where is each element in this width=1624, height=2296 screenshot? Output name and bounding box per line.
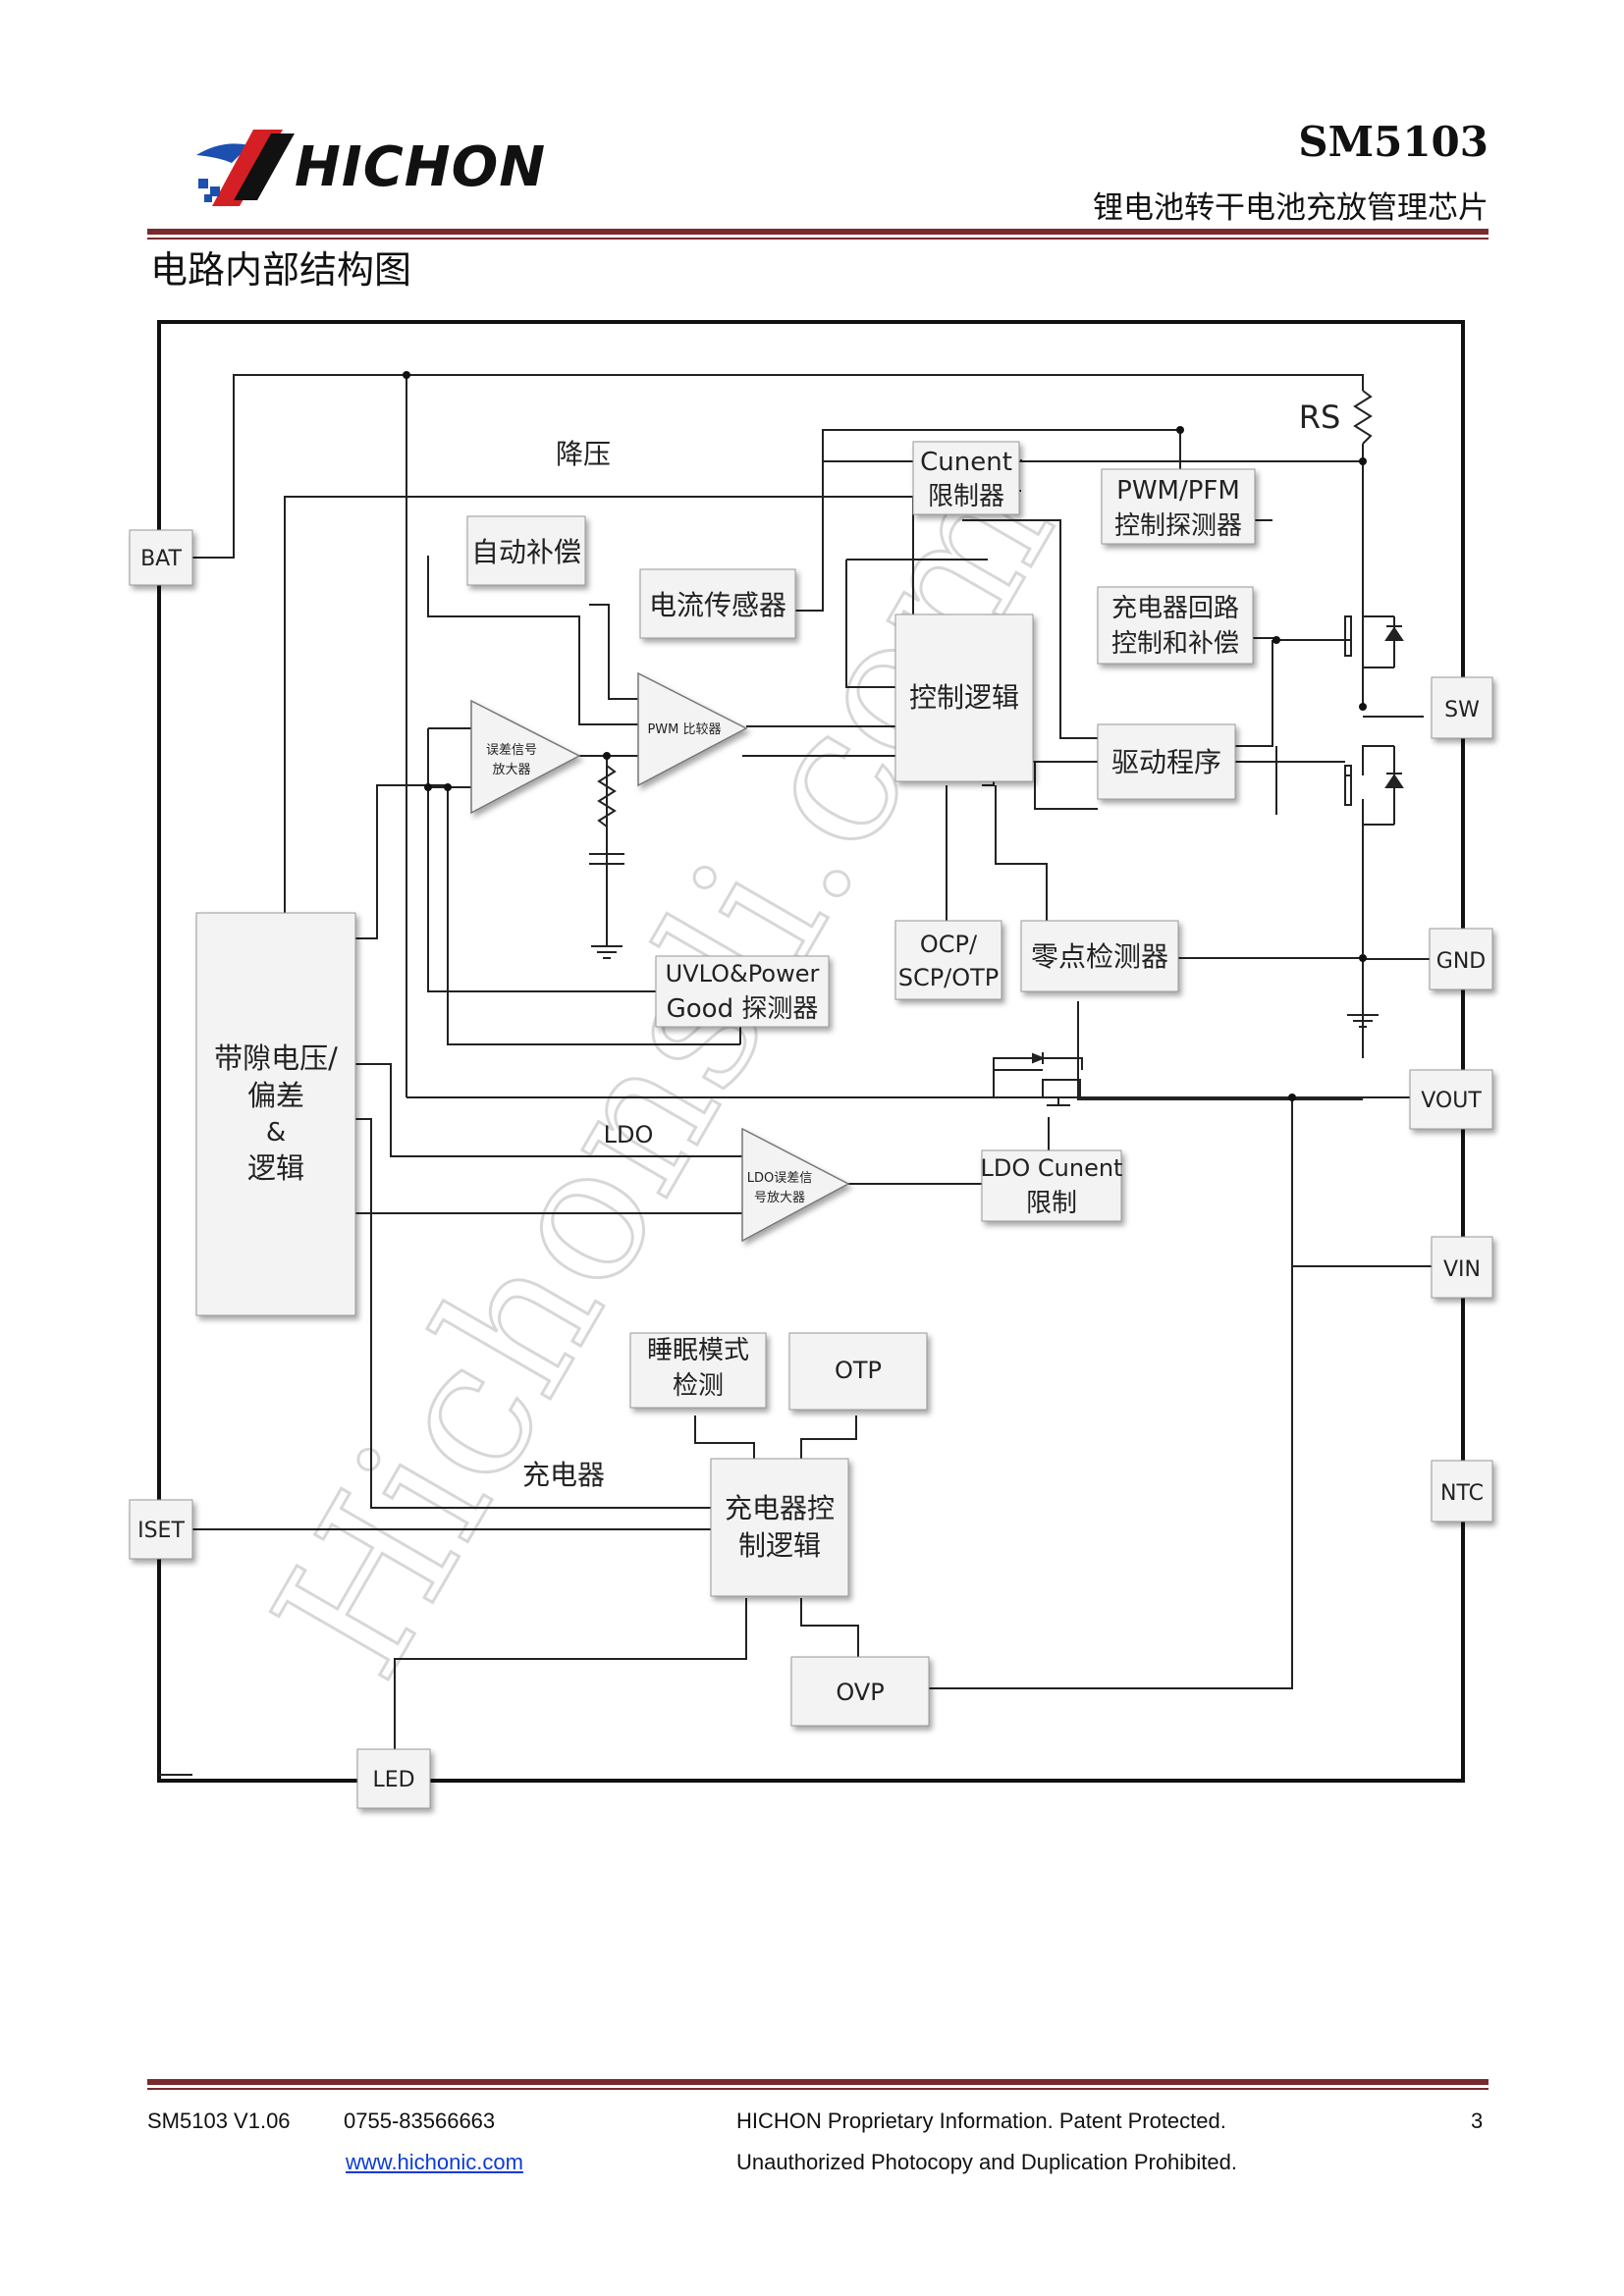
svg-text:UVLO&Power: UVLO&Power — [666, 960, 820, 988]
pin-bat-label: BAT — [140, 547, 182, 571]
pin-iset-label: ISET — [137, 1519, 185, 1543]
svg-text:OVP: OVP — [836, 1679, 884, 1706]
svg-text:逻辑: 逻辑 — [247, 1151, 304, 1185]
chip-outline — [157, 320, 1465, 1783]
pin-led-label: LED — [372, 1768, 414, 1792]
block-ldo-current-limit: LDO Cunent 限制 — [981, 1149, 1123, 1222]
ldo-pass-mosfet-icon — [1032, 1052, 1046, 1064]
pin-iset: ISET — [129, 1499, 193, 1560]
svg-text:充电器回路: 充电器回路 — [1111, 594, 1239, 623]
svg-text:PWM/PFM: PWM/PFM — [1116, 476, 1240, 506]
svg-text:号放大器: 号放大器 — [754, 1191, 805, 1205]
ldo-error-amplifier: LDO误差信 号放大器 — [741, 1127, 850, 1243]
mosfet-icon — [1344, 615, 1404, 806]
pin-ntc-label: NTC — [1440, 1481, 1484, 1506]
pin-sw-label: SW — [1444, 698, 1480, 722]
junctions — [403, 371, 1367, 1101]
wires — [159, 374, 1432, 1776]
svg-text:充电器控: 充电器控 — [725, 1492, 835, 1524]
svg-text:误差信号: 误差信号 — [486, 743, 537, 758]
svg-text:零点检测器: 零点检测器 — [1031, 940, 1168, 973]
svg-text:Cunent: Cunent — [920, 448, 1012, 477]
block-otp: OTP — [788, 1332, 928, 1411]
label-buck: 降压 — [556, 438, 611, 470]
chip-description: 锂电池转干电池充放管理芯片 — [1093, 190, 1489, 226]
brand-name: HICHON — [295, 135, 547, 199]
svg-text:驱动程序: 驱动程序 — [1111, 746, 1221, 778]
chip-id: SM5103 — [1298, 118, 1489, 166]
header-rule — [147, 229, 1489, 235]
pin-gnd: GND — [1429, 928, 1493, 990]
comp-resistor-icon — [597, 765, 617, 828]
block-auto-compensation: 自动补偿 — [466, 515, 586, 586]
footer-website-link[interactable]: www.hichonic.com — [346, 2150, 523, 2174]
page-number: 3 — [1471, 2109, 1484, 2133]
label-charger: 充电器 — [522, 1459, 605, 1491]
footer-rule — [147, 2079, 1489, 2085]
pin-bat: BAT — [129, 529, 193, 586]
block-bandgap-bias-logic: 带隙电压/ 偏差 & 逻辑 — [195, 912, 356, 1316]
svg-text:OCP/: OCP/ — [920, 931, 978, 958]
block-control-logic: 控制逻辑 — [894, 614, 1034, 782]
svg-text:OTP: OTP — [835, 1357, 882, 1384]
block-charger-control-logic: 充电器控 制逻辑 — [710, 1458, 849, 1597]
svg-text:控制探测器: 控制探测器 — [1114, 511, 1242, 541]
svg-text:SCP/OTP: SCP/OTP — [898, 964, 1000, 991]
svg-text:带隙电压/: 带隙电压/ — [214, 1041, 338, 1075]
label-rs: RS — [1299, 399, 1341, 436]
svg-text:Good 探测器: Good 探测器 — [667, 994, 819, 1024]
block-charger-loop-control: 充电器回路 控制和补偿 — [1097, 586, 1254, 665]
svg-text:限制器: 限制器 — [928, 482, 1004, 511]
pin-vout: VOUT — [1409, 1069, 1493, 1130]
block-zero-detector: 零点检测器 — [1020, 920, 1179, 992]
svg-text:&: & — [266, 1118, 286, 1148]
block-driver: 驱动程序 — [1097, 723, 1236, 800]
block-uvlo-power-good: UVLO&Power Good 探测器 — [655, 955, 830, 1028]
pin-vout-label: VOUT — [1421, 1089, 1482, 1113]
block-pwm-pfm-detector: PWM/PFM 控制探测器 — [1101, 468, 1256, 545]
svg-text:控制和补偿: 控制和补偿 — [1111, 629, 1239, 659]
label-ldo: LDO — [604, 1121, 654, 1148]
footer-notice-2: Unauthorized Photocopy and Duplication P… — [736, 2150, 1237, 2174]
svg-text:检测: 检测 — [673, 1371, 724, 1401]
footer-phone: 0755-83566663 — [344, 2109, 496, 2133]
pwm-comparator: PWM 比较器 — [637, 671, 748, 787]
pin-ntc: NTC — [1431, 1460, 1493, 1522]
pin-gnd-label: GND — [1436, 949, 1486, 974]
svg-text:电流传感器: 电流传感器 — [649, 589, 786, 621]
pin-vin-label: VIN — [1443, 1257, 1481, 1282]
footer-notice-1: HICHON Proprietary Information. Patent P… — [736, 2109, 1226, 2133]
error-amplifier: 误差信号 放大器 — [470, 699, 581, 815]
block-current-sensor: 电流传感器 — [639, 568, 796, 639]
block-ocp-scp-otp: OCP/ SCP/OTP — [894, 920, 1002, 1000]
svg-text:制逻辑: 制逻辑 — [738, 1529, 821, 1562]
svg-text:PWM 比较器: PWM 比较器 — [647, 722, 721, 737]
pin-sw: SW — [1431, 676, 1493, 739]
rs-resistor-icon — [1353, 390, 1373, 445]
pin-led: LED — [356, 1748, 431, 1809]
svg-text:偏差: 偏差 — [247, 1079, 304, 1112]
footer-website-container: www.hichonic.com — [346, 2150, 523, 2175]
footer-rule-thin — [147, 2088, 1489, 2090]
svg-text:睡眠模式: 睡眠模式 — [647, 1336, 749, 1365]
svg-text:限制: 限制 — [1026, 1189, 1077, 1218]
block-current-limiter: Cunent 限制器 — [912, 441, 1020, 515]
section-title: 电路内部结构图 — [150, 248, 412, 292]
block-ovp: OVP — [790, 1656, 930, 1727]
svg-text:LDO Cunent: LDO Cunent — [981, 1154, 1123, 1182]
pin-vin: VIN — [1431, 1236, 1493, 1299]
hichon-logo-icon — [196, 130, 295, 206]
svg-text:控制逻辑: 控制逻辑 — [909, 681, 1019, 714]
block-sleep-mode-detect: 睡眠模式 检测 — [629, 1332, 767, 1409]
svg-text:LDO误差信: LDO误差信 — [747, 1171, 813, 1186]
svg-text:自动补偿: 自动补偿 — [471, 536, 581, 568]
svg-text:放大器: 放大器 — [492, 763, 530, 777]
footer-model: SM5103 V1.06 — [147, 2109, 291, 2133]
header-rule-thin — [147, 238, 1489, 240]
